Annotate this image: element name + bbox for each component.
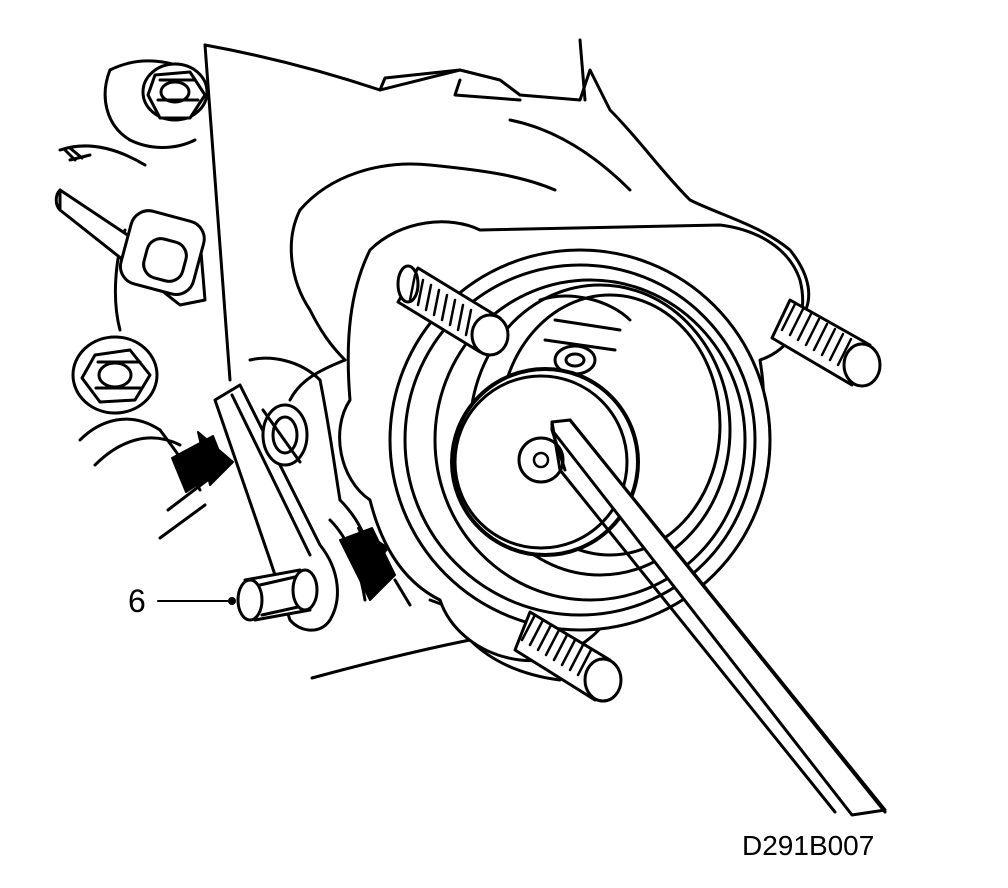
double-chevron-arrow-icon xyxy=(339,527,412,607)
inner-nut xyxy=(553,344,597,376)
left-bracket xyxy=(54,146,207,307)
seal-disc xyxy=(450,367,640,557)
pry-tool xyxy=(550,418,887,817)
stud-bottom xyxy=(513,610,623,703)
double-chevron-arrow-icon xyxy=(158,431,234,540)
figure-code: D291B007 xyxy=(742,830,875,861)
stud-upper-left xyxy=(396,264,510,357)
pivot-pin xyxy=(236,568,319,622)
callout-number: 6 xyxy=(128,583,146,619)
stud-upper-right xyxy=(770,298,882,388)
upper-left-bolt xyxy=(141,62,209,122)
callout-leader xyxy=(157,597,236,605)
lower-left-bolt xyxy=(71,335,159,415)
